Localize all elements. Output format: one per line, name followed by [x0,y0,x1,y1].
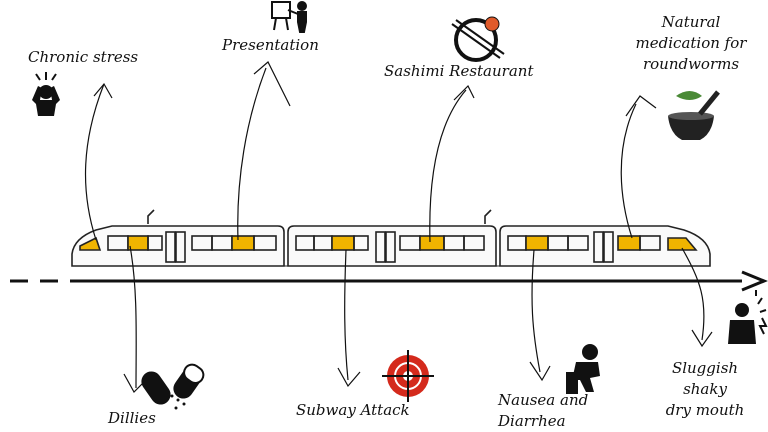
timeline-axis [10,270,768,292]
label-natural-medication-line1: Natural [661,13,721,31]
arrow-head-icon [741,270,768,292]
label-sluggish-line2: shaky [683,380,727,398]
crosshair-target-icon [382,350,434,402]
chest-pain-person-icon [728,290,768,344]
sushi-no-chopsticks-icon [451,16,505,62]
label-subway-attack: Subway Attack [296,401,410,419]
label-nausea-line2: Diarrhea [498,412,566,430]
sitting-distressed-person-icon [566,344,600,394]
label-sluggish-symptoms: Sluggish shaky dry mouth [650,358,760,421]
train [71,209,711,267]
label-natural-medication-line2: medication for [635,34,747,52]
label-natural-medication: Natural medication for roundworms [616,12,766,75]
label-dillies: Dillies [108,409,156,427]
event-arrows-up [84,61,657,243]
label-nausea-line1: Nausea and [498,391,589,409]
event-arrows-down [123,245,713,393]
label-chronic-stress: Chronic stress [28,48,139,66]
label-sluggish-line3: dry mouth [665,401,745,419]
presenter-board-icon [271,1,307,33]
stressed-person-icon [32,72,60,116]
label-natural-medication-line3: roundworms [642,55,740,73]
pills-icon [141,363,205,410]
label-sashimi-restaurant: Sashimi Restaurant [384,62,534,80]
label-nausea-diarrhea: Nausea and Diarrhea [498,390,588,432]
label-presentation: Presentation [222,36,319,54]
label-sluggish-line1: Sluggish [671,359,739,377]
mortar-pestle-leaf-icon [668,90,720,140]
